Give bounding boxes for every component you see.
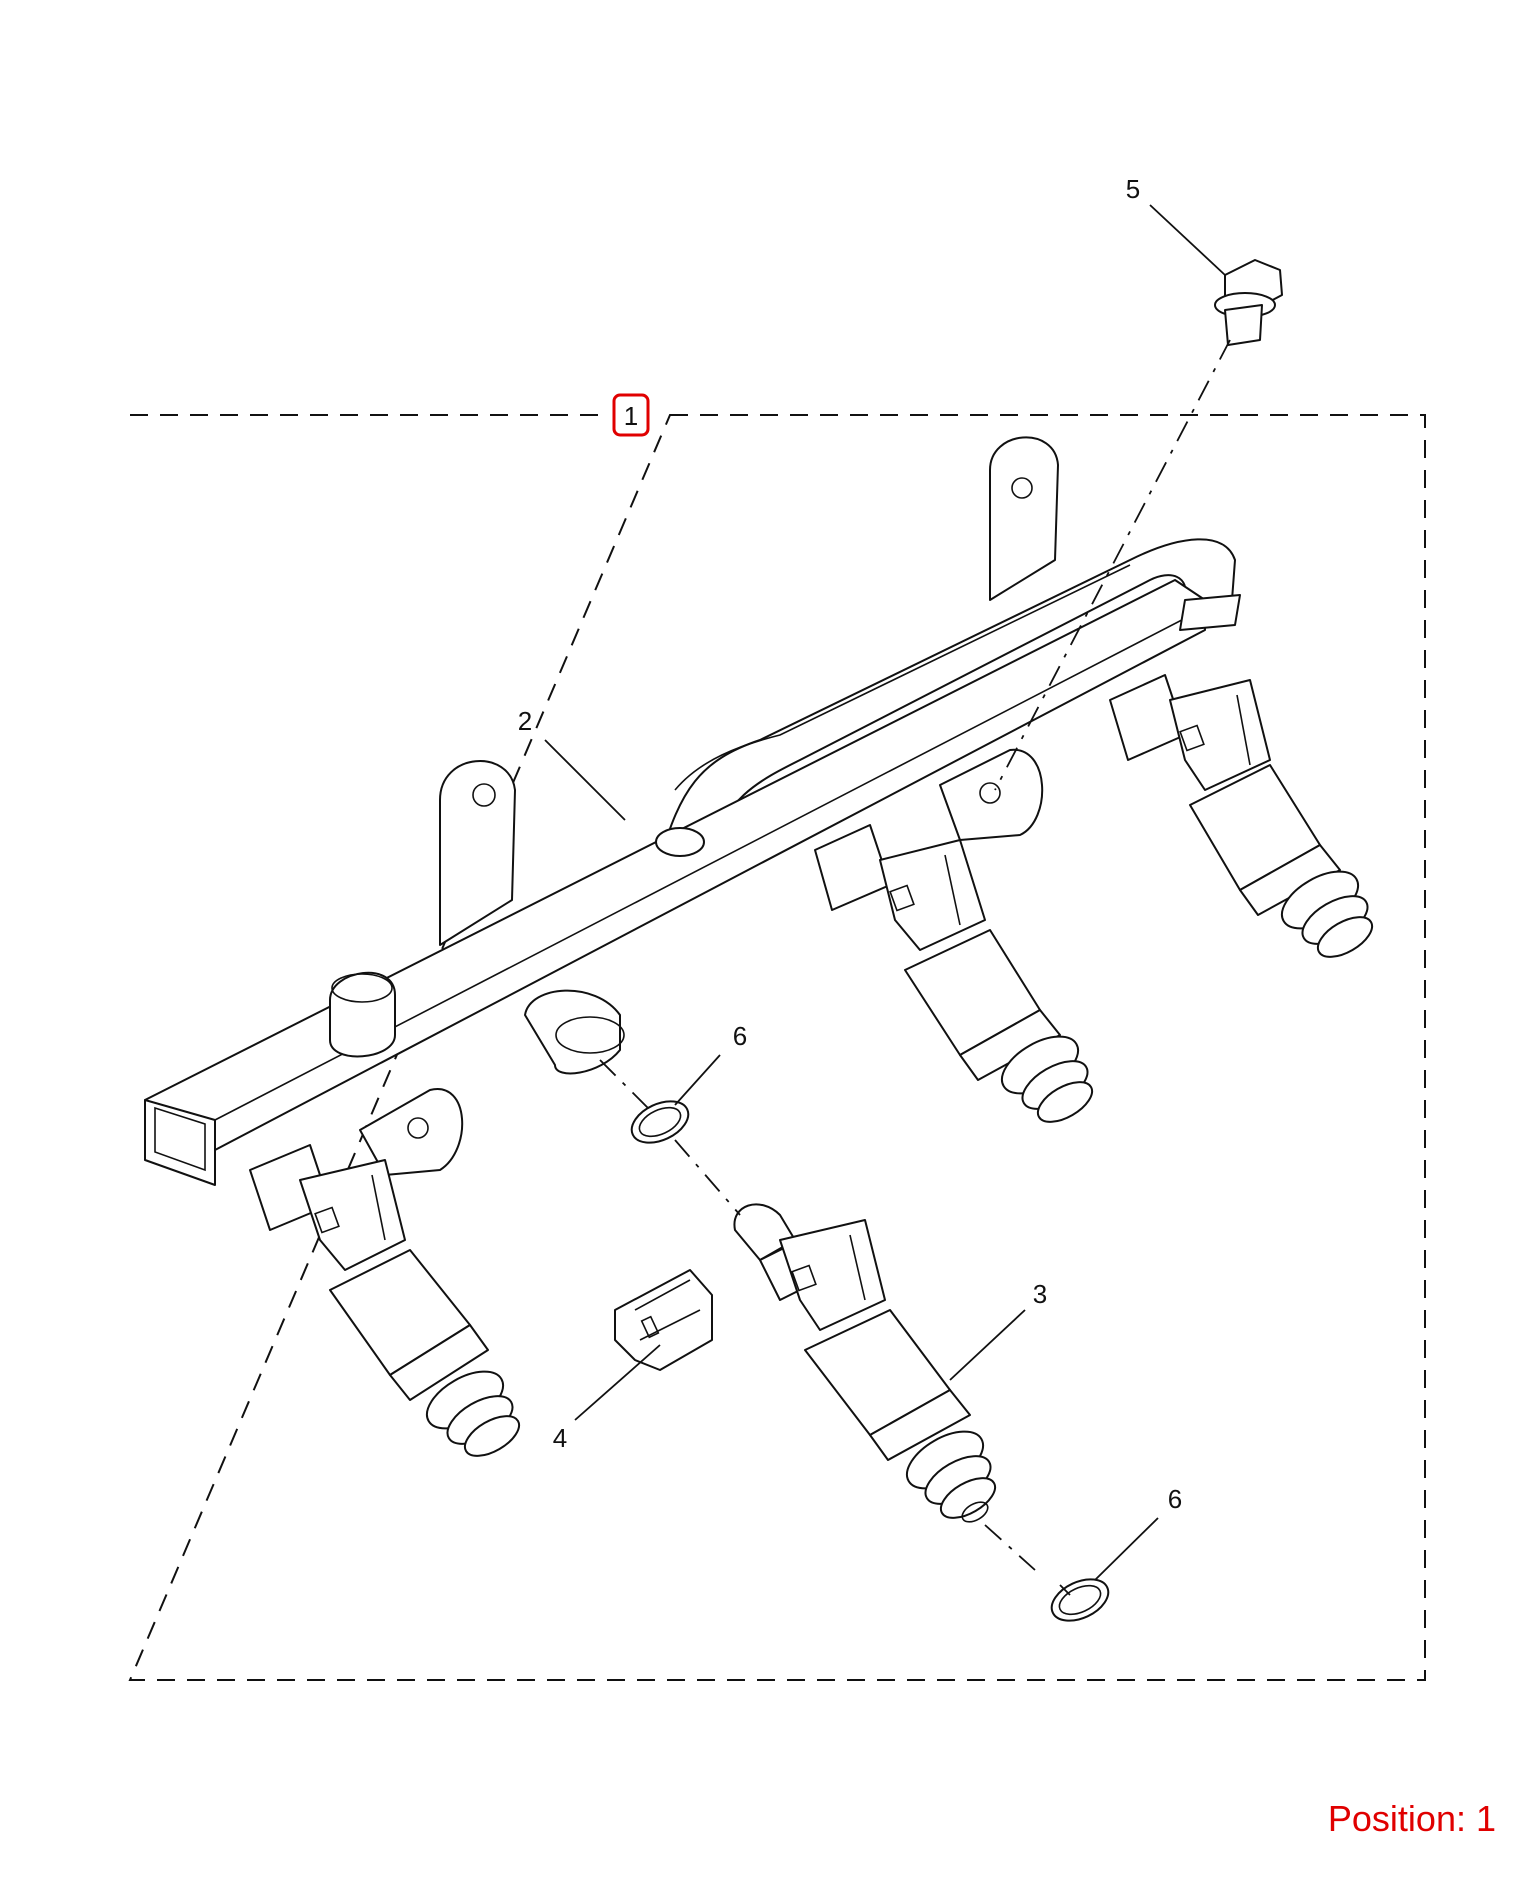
leader-2 — [544, 739, 626, 821]
callout-4[interactable]: 4 — [553, 1423, 567, 1453]
fuel-rail[interactable] — [144, 436, 1241, 1186]
callout-1[interactable]: 1 — [624, 401, 638, 431]
o-ring-lower[interactable] — [1045, 1571, 1115, 1629]
mounting-bolt[interactable] — [1214, 259, 1283, 346]
injector-installed-3[interactable] — [1109, 674, 1378, 965]
callout-6a[interactable]: 6 — [733, 1021, 747, 1051]
leader-6b — [1094, 1517, 1159, 1581]
leader-6a — [674, 1054, 721, 1106]
position-label: Position: 1 — [1327, 1798, 1496, 1839]
injector-installed-1[interactable] — [249, 1144, 525, 1464]
assembly-boundary — [128, 414, 1426, 1681]
injector-centerline-lower — [984, 1524, 1071, 1596]
leader-3 — [949, 1309, 1026, 1381]
o-ring-upper[interactable] — [625, 1093, 695, 1151]
retaining-clip[interactable] — [614, 1269, 713, 1371]
bolt-centerline — [994, 339, 1231, 791]
callout-6b[interactable]: 6 — [1168, 1484, 1182, 1514]
callout-1-highlight[interactable] — [612, 393, 650, 437]
callout-3[interactable]: 3 — [1033, 1279, 1047, 1309]
injector-centerline-upper — [599, 1059, 741, 1216]
callout-5[interactable]: 5 — [1126, 174, 1140, 204]
injector-loose[interactable] — [733, 1203, 1001, 1526]
leader-4 — [574, 1344, 661, 1421]
injector-installed-2[interactable] — [814, 824, 1098, 1130]
leader-5 — [1149, 204, 1226, 276]
callout-2[interactable]: 2 — [518, 706, 532, 736]
